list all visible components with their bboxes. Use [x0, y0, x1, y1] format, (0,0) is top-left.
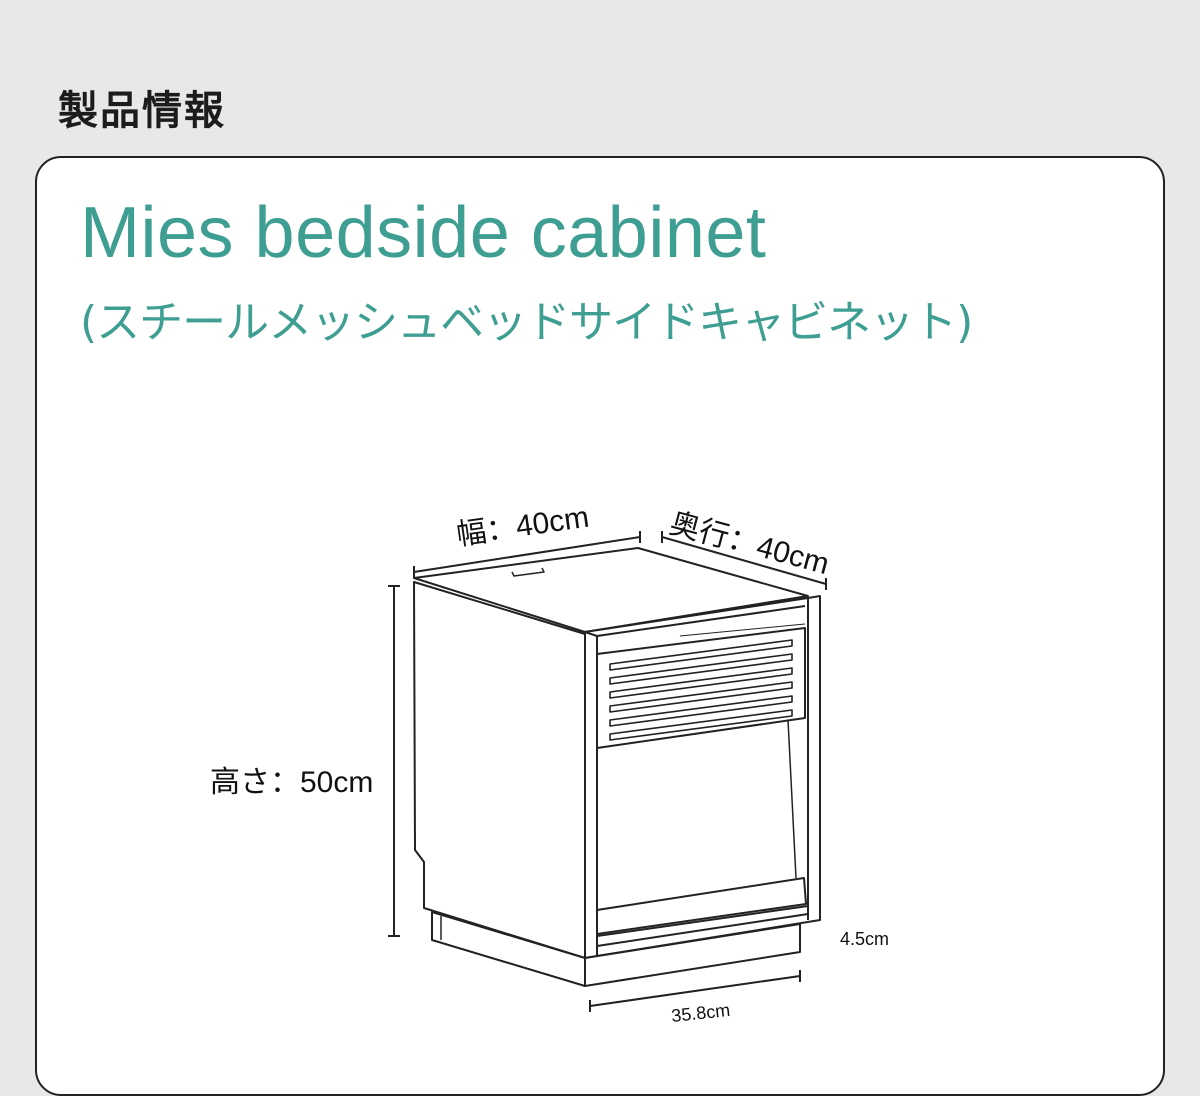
cabinet-top — [413, 547, 809, 633]
leg-height-label: 4.5cm — [840, 929, 889, 949]
product-name: Mies bedside cabinet — [80, 193, 767, 273]
width-label: 幅：40cm — [454, 501, 591, 552]
product-subname: (スチールメッシュベッドサイドキャビネット) — [80, 297, 973, 348]
cabinet-drawer — [596, 627, 806, 749]
cabinet-left-panel — [413, 581, 586, 959]
base-width-label: 35.8cm — [670, 1000, 731, 1026]
cabinet-bottom-shelf — [596, 877, 807, 935]
cabinet-dimension-drawing: 幅：40cm 奥行：40cm 高さ：50cm 4.5cm 35.8cm — [210, 501, 889, 1026]
height-label: 高さ：50cm — [210, 766, 373, 799]
section-title: 製品情報 — [58, 88, 226, 134]
